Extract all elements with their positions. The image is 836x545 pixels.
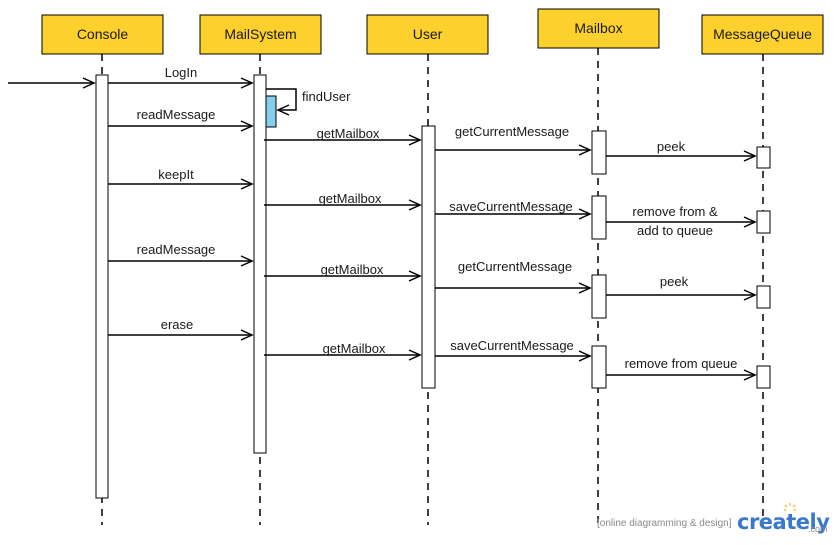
activation-finduser	[265, 95, 277, 128]
participant-label: MessageQueue	[713, 26, 812, 42]
label-getmailbox-1: getMailbox	[317, 126, 380, 141]
brand-domain: .com	[808, 524, 828, 534]
label-savecurrent-1: saveCurrentMessage	[449, 199, 573, 214]
lightbulb-icon	[784, 503, 796, 511]
label-finduser: findUser	[302, 89, 351, 104]
activation-queue-4	[756, 365, 771, 389]
participant-label: MailSystem	[224, 26, 296, 42]
message-labels: LogIn findUser readMessage getMailbox ge…	[137, 65, 738, 371]
label-remove-1-line1: remove from &	[632, 204, 718, 219]
message-arrow-finduser	[266, 88, 297, 116]
watermark-tagline: [online diagramming & design]	[597, 518, 732, 529]
label-getcurrent-2: getCurrentMessage	[458, 259, 572, 274]
label-remove-2: remove from queue	[625, 356, 738, 371]
activation-console	[95, 74, 109, 499]
label-peek-1: peek	[657, 139, 686, 154]
activation-mailsystem	[253, 74, 267, 454]
participant-label: Mailbox	[574, 20, 622, 36]
activation-user	[421, 125, 436, 389]
label-readmessage-1: readMessage	[137, 107, 216, 122]
label-login: LogIn	[165, 65, 198, 80]
label-getcurrent-1: getCurrentMessage	[455, 124, 569, 139]
label-peek-2: peek	[660, 274, 689, 289]
activation-queue-3	[756, 285, 771, 309]
activation-mailbox-3	[591, 274, 607, 319]
participant-mailsystem[interactable]: MailSystem	[199, 14, 322, 55]
activation-queue-2	[756, 210, 771, 234]
label-keepit: keepIt	[158, 167, 194, 182]
label-remove-1-line2: add to queue	[637, 223, 713, 238]
label-getmailbox-4: getMailbox	[323, 341, 386, 356]
label-readmessage-2: readMessage	[137, 242, 216, 257]
label-savecurrent-2: saveCurrentMessage	[450, 338, 574, 353]
label-erase: erase	[161, 317, 194, 332]
label-getmailbox-3: getMailbox	[321, 262, 384, 277]
activations	[95, 74, 771, 499]
messages	[8, 77, 757, 381]
activation-mailbox-2	[591, 195, 607, 240]
participant-label: User	[413, 26, 443, 42]
brand-logo: creately	[737, 510, 830, 534]
participant-label: Console	[77, 26, 129, 42]
participant-console[interactable]: Console	[41, 14, 164, 55]
participant-user[interactable]: User	[366, 14, 489, 55]
participant-messagequeue[interactable]: MessageQueue	[701, 14, 824, 55]
label-getmailbox-2: getMailbox	[319, 191, 382, 206]
activation-queue-1	[756, 146, 771, 169]
participant-mailbox[interactable]: Mailbox	[537, 8, 660, 49]
activation-mailbox-1	[591, 130, 607, 175]
activation-mailbox-4	[591, 345, 607, 389]
